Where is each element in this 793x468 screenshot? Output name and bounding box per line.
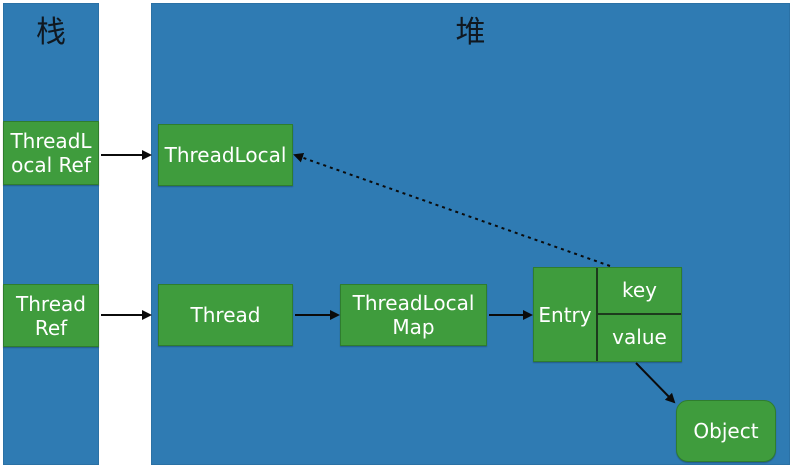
stack-panel: 栈 (3, 3, 99, 465)
object-box: Object (676, 400, 776, 462)
threadlocal-map-box: ThreadLocal Map (340, 284, 487, 346)
stack-title: 栈 (36, 15, 66, 50)
heap-panel: 堆 (151, 3, 790, 465)
thread-ref-box: Thread Ref (3, 284, 99, 347)
entry-divider-horizontal (596, 313, 681, 315)
heap-title: 堆 (455, 15, 486, 50)
entry-box: Entry key value (533, 267, 682, 362)
thread-box: Thread (158, 284, 293, 346)
entry-value: value (612, 325, 667, 349)
entry-key: key (621, 278, 657, 302)
threadlocal-ref-box: ThreadL ocal Ref (3, 121, 99, 185)
threadlocal-box: ThreadLocal (158, 124, 293, 186)
entry-label: Entry (538, 302, 592, 327)
